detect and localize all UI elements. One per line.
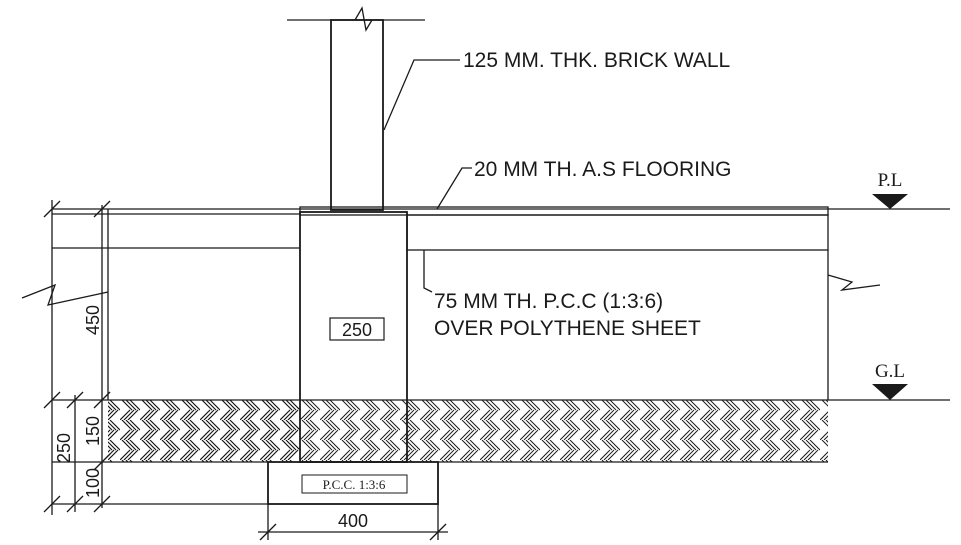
pcc-label-line1: 75 MM TH. P.C.C (1:3:6): [434, 290, 663, 313]
pcc-label-line2: OVER POLYTHENE SHEET: [434, 317, 701, 340]
lower-layer-dimension: 100: [83, 468, 103, 498]
wall-width-value: 250: [342, 320, 372, 340]
plinth-level-marker: P.L: [872, 170, 908, 209]
footing-pcc-block: P.C.C. 1:3:6: [267, 461, 439, 505]
flooring-layers: [299, 206, 829, 251]
pcc-callout: 75 MM TH. P.C.C (1:3:6) OVER POLYTHENE S…: [423, 250, 701, 340]
ground-level-marker: G.L: [872, 361, 908, 400]
ground-level-label: G.L: [875, 361, 905, 382]
foundation-total-dimension: 250: [54, 433, 74, 463]
right-break-symbol: [827, 274, 881, 291]
footing-width-dimension-line: [258, 504, 448, 541]
brick-wall-label: 125 MM. THK. BRICK WALL: [463, 49, 730, 72]
plinth-height-dimension: 450: [83, 305, 103, 335]
footing-pcc-label: P.C.C. 1:3:6: [323, 477, 386, 492]
brick-wall-above-plinth: [287, 6, 425, 211]
plinth-level-label: P.L: [878, 170, 903, 191]
wall-width-tag: 250: [329, 317, 385, 341]
brick-wall-callout: 125 MM. THK. BRICK WALL: [383, 49, 730, 131]
footing-width-dimension: 400: [338, 511, 368, 531]
flooring-callout: 20 MM TH. A.S FLOORING: [436, 158, 732, 210]
flooring-label: 20 MM TH. A.S FLOORING: [474, 158, 732, 181]
vertical-dimensions: [43, 200, 111, 515]
left-break-symbol: [21, 283, 109, 306]
upper-layer-dimension: 150: [83, 416, 103, 446]
soil-layer: [108, 400, 828, 462]
level-lines: [52, 208, 950, 505]
